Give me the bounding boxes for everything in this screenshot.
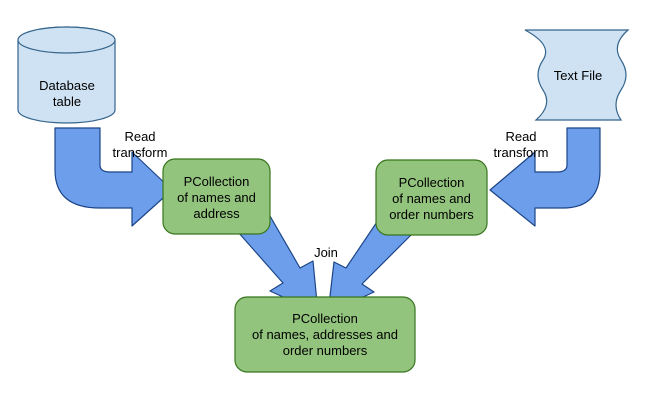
pcollection-names-orders-label: PCollection of names and order numbers bbox=[389, 175, 474, 222]
join-label: Join bbox=[314, 245, 338, 260]
database-table-node bbox=[17, 26, 116, 124]
database-table-label: Database table bbox=[39, 78, 95, 109]
text-file-node bbox=[524, 29, 630, 121]
pcollection-names-orders-node bbox=[375, 159, 488, 236]
read-transform-label-left: Read transform bbox=[112, 129, 168, 160]
read-transform-label-right: Read transform bbox=[493, 129, 549, 160]
join-arrow-left bbox=[237, 215, 319, 314]
pcollection-joined-node bbox=[234, 296, 416, 373]
read-arrow-right bbox=[489, 127, 601, 227]
pcollection-joined-label: PCollection of names, addresses and orde… bbox=[252, 311, 398, 358]
pcollection-names-address-label: PCollection of names and address bbox=[177, 174, 256, 221]
text-file-label: Text File bbox=[553, 68, 603, 83]
pcollection-names-address-node bbox=[162, 158, 271, 235]
